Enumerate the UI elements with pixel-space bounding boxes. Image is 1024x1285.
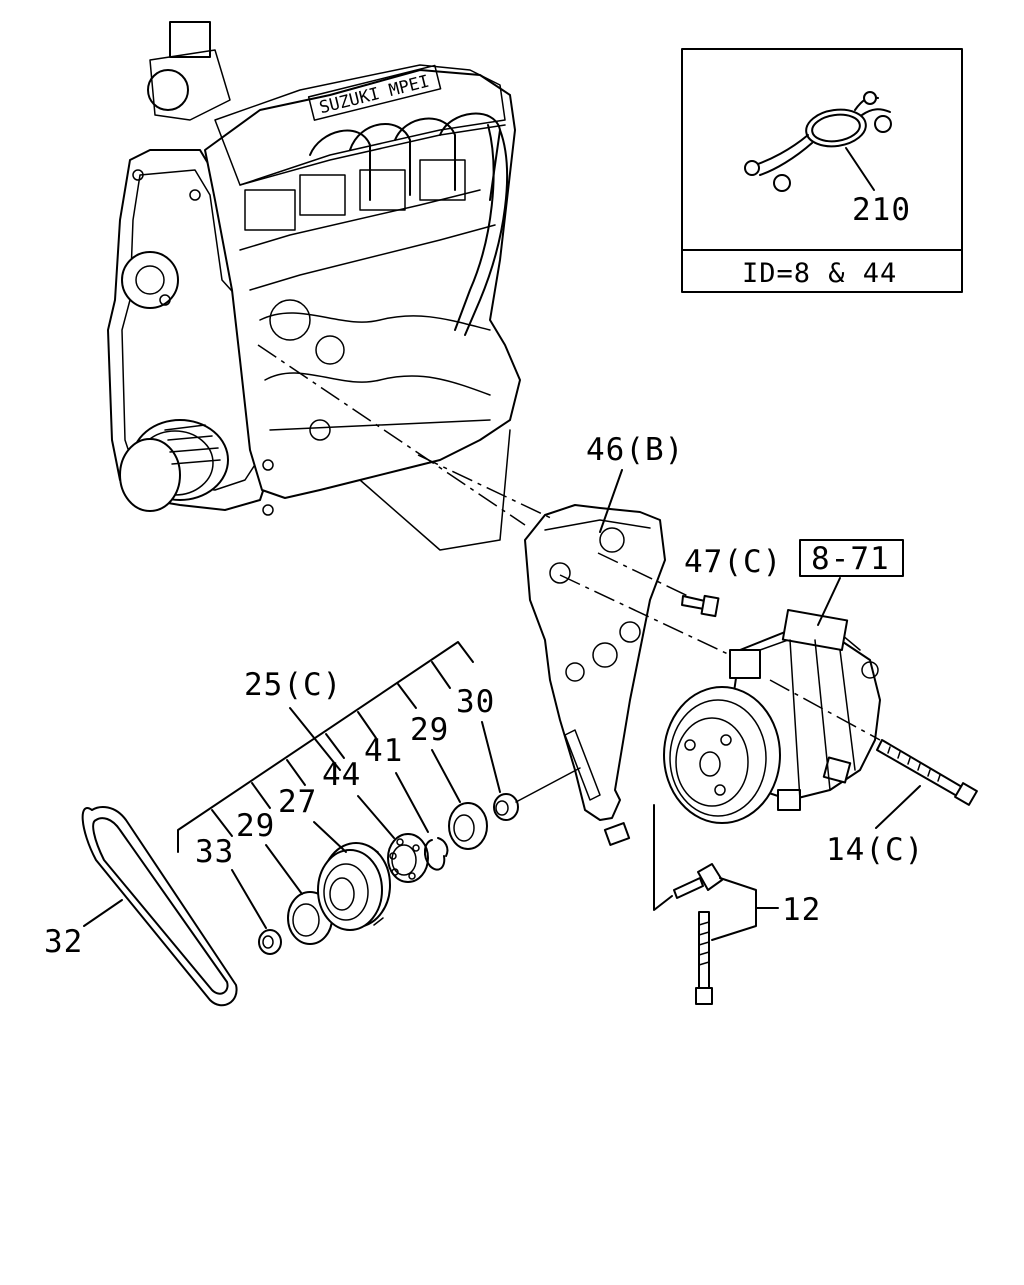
- leader-46B: [599, 469, 623, 533]
- leader-32: [83, 899, 123, 927]
- clamp-210-drawing: [744, 91, 892, 192]
- inset-caption: ID=8 & 44: [742, 258, 897, 289]
- bolts-12: [673, 863, 723, 1005]
- leader-12-a: [719, 877, 779, 909]
- leader-29-lower: [265, 844, 303, 895]
- leader-29-upper: [431, 749, 461, 803]
- label-210: 210: [852, 192, 911, 228]
- label-33: 33: [195, 834, 234, 870]
- leader-12-b: [711, 907, 757, 941]
- bolt-47: [681, 594, 720, 618]
- label-30: 30: [456, 684, 495, 720]
- label-46B: 46(B): [586, 432, 684, 468]
- bracket-46: [524, 504, 666, 846]
- bolt-14: [876, 739, 978, 806]
- leader-210: [845, 147, 875, 191]
- leader-41: [395, 772, 429, 833]
- label-47C: 47(C): [684, 544, 782, 580]
- label-44: 44: [322, 757, 361, 793]
- label-27: 27: [278, 784, 317, 820]
- leader-44: [357, 795, 395, 839]
- leader-8-71: [817, 577, 841, 626]
- leader-27: [313, 821, 347, 853]
- belt-32: [81, 806, 238, 1007]
- reference-box-text: 8-71: [811, 541, 890, 577]
- alignment-line-2: [417, 454, 556, 521]
- compressor: [663, 609, 881, 824]
- washer-29-upper: [448, 802, 488, 850]
- label-12: 12: [782, 892, 821, 928]
- leader-12-vertical: [653, 804, 673, 911]
- bearing-44: [387, 833, 429, 883]
- label-14C: 14(C): [826, 832, 924, 868]
- leader-30: [481, 721, 501, 793]
- pulley-27: [317, 842, 391, 931]
- engine-block: SUZUKI MPEI: [107, 21, 521, 551]
- snap-ring-41: [424, 837, 449, 871]
- label-25C: 25(C): [244, 667, 342, 703]
- leader-14C: [875, 785, 921, 829]
- alignment-line-3: [559, 574, 731, 656]
- assembly-axis-line: [515, 767, 581, 803]
- label-41: 41: [364, 733, 403, 769]
- leader-25C: [289, 707, 341, 771]
- inset-panel: 210 ID=8 & 44: [681, 48, 963, 293]
- reference-box: [799, 539, 904, 577]
- alignment-line-1: [257, 344, 526, 526]
- spacer-30: [493, 793, 519, 821]
- inset-border: [681, 48, 963, 293]
- label-29-upper: 29: [410, 712, 449, 748]
- alignment-line-5: [769, 679, 881, 741]
- alignment-line-4: [597, 552, 691, 598]
- leader-33: [231, 869, 267, 929]
- nut-33: [258, 929, 282, 955]
- label-32: 32: [44, 924, 83, 960]
- idler-assembly-leaders: [177, 641, 474, 853]
- label-29-lower: 29: [236, 808, 275, 844]
